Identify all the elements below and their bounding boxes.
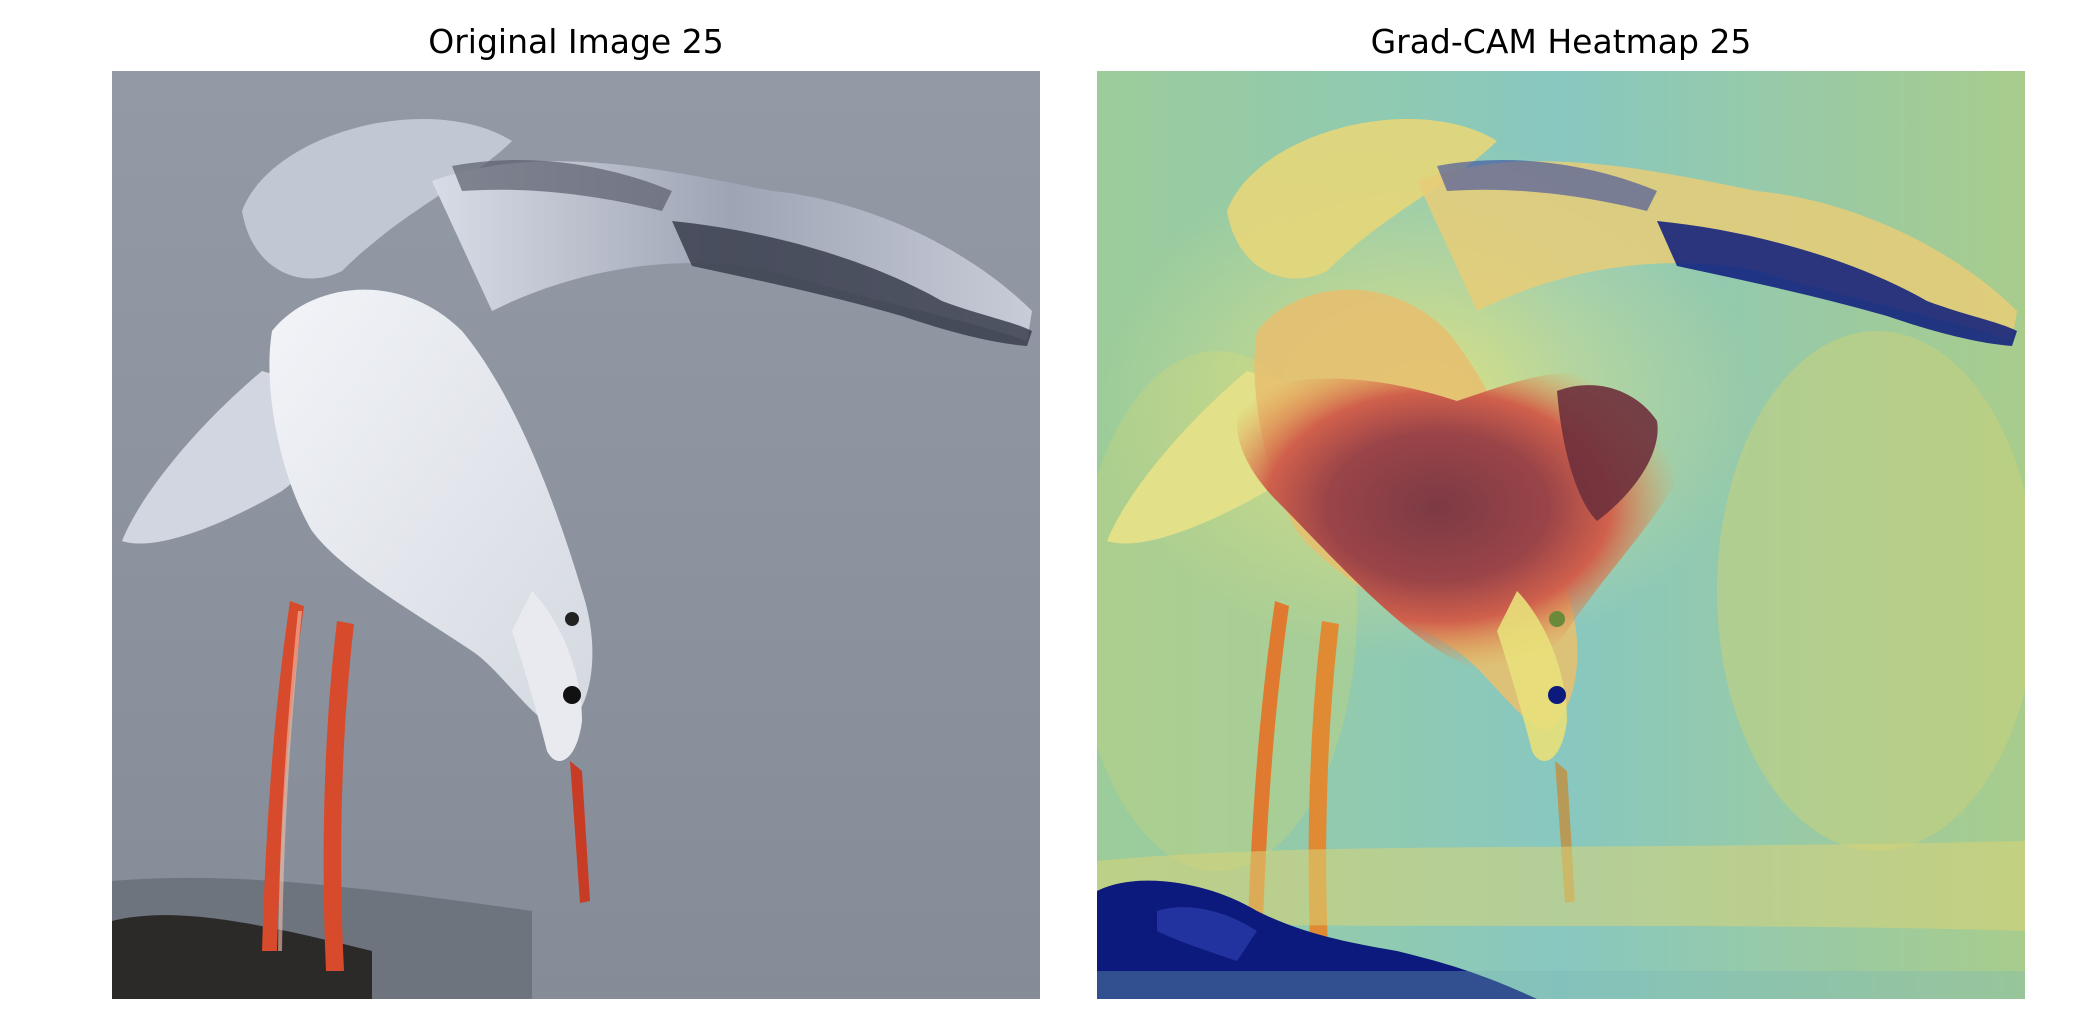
original-image-title: Original Image 25 xyxy=(428,22,724,61)
heatmap-image xyxy=(1097,71,2025,999)
heatmap-image-panel xyxy=(1097,71,2025,999)
original-image xyxy=(112,71,1040,999)
original-image-panel xyxy=(112,71,1040,999)
heatmap-title: Grad-CAM Heatmap 25 xyxy=(1370,22,1752,61)
